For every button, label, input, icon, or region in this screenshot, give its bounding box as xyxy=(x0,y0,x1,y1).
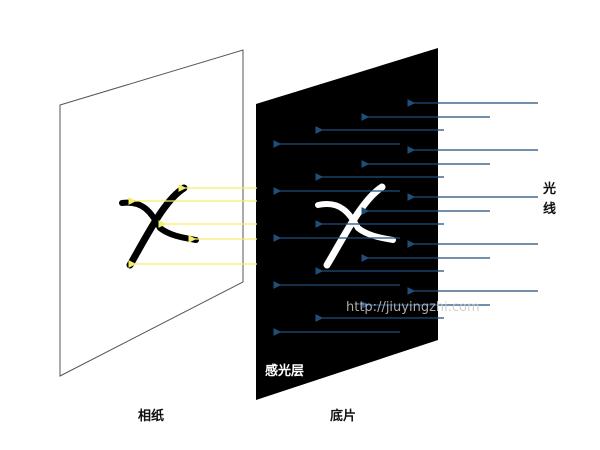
photo-paper-label: 相纸 xyxy=(138,409,165,424)
watermark: http://jiuyingzhi.com xyxy=(346,300,480,315)
film-layer-label: 感光层 xyxy=(265,364,305,379)
light-label: 光线 xyxy=(543,182,557,217)
printed-x-glyph xyxy=(119,184,199,269)
light-arrows xyxy=(273,99,538,336)
negative-film-label: 底片 xyxy=(330,409,357,424)
projected-light-arrows xyxy=(128,184,257,268)
